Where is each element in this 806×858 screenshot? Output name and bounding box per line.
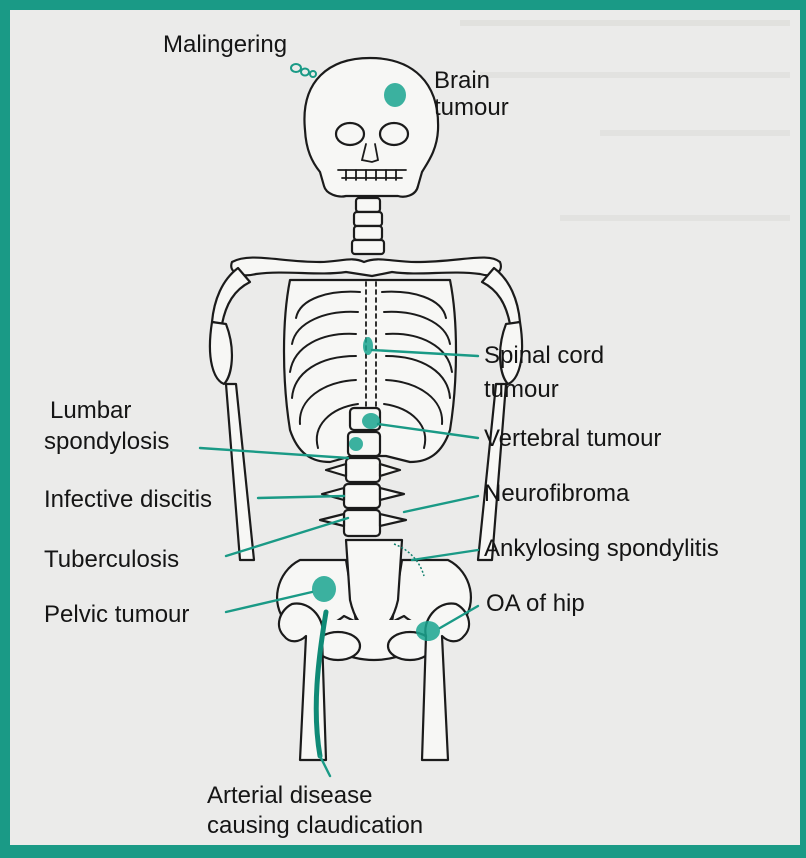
label-oa-of-hip: OA of hip <box>486 590 585 617</box>
brain-tumour-marker <box>384 83 406 107</box>
label-neurofibroma: Neurofibroma <box>484 480 630 507</box>
label-lumbar-2: spondylosis <box>44 428 169 455</box>
label-arterial-1: Arterial disease <box>207 782 372 809</box>
lumbar-spondylosis-marker <box>349 437 363 451</box>
pelvic-tumour-marker <box>312 576 336 602</box>
label-brain-tumour-1: Brain <box>434 67 490 94</box>
label-spinal-cord-2: tumour <box>484 376 559 403</box>
label-pelvic-tumour: Pelvic tumour <box>44 601 189 628</box>
label-vertebral-tumour: Vertebral tumour <box>484 425 661 452</box>
cervical-spine <box>352 198 384 254</box>
label-spinal-cord-1: Spinal cord <box>484 342 604 369</box>
label-malingering: Malingering <box>163 31 287 58</box>
label-brain-tumour-2: tumour <box>434 94 509 121</box>
skull <box>304 58 438 197</box>
vertebral-tumour-marker <box>362 413 380 429</box>
label-tuberculosis: Tuberculosis <box>44 546 179 573</box>
label-infective-discitis: Infective discitis <box>44 486 212 513</box>
label-arterial-2: causing claudication <box>207 812 423 839</box>
label-lumbar-1: Lumbar <box>50 397 131 424</box>
spinal-cord-tumour-marker <box>363 337 373 355</box>
label-ankylosing-spondylitis: Ankylosing spondylitis <box>484 535 719 562</box>
oa-hip-marker <box>416 621 440 641</box>
